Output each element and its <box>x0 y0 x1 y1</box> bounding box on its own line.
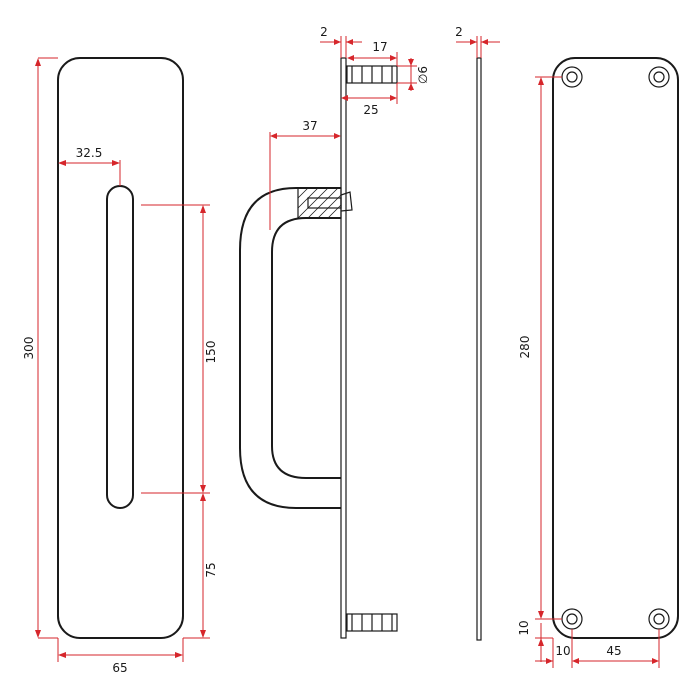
dim-front-height: 300 <box>22 57 58 639</box>
hole-top-left <box>561 66 583 88</box>
dim-front-height-label: 300 <box>22 337 36 360</box>
dim-slot-bottom: 75 <box>183 493 218 639</box>
hole-top-right <box>648 66 670 88</box>
dim-back-edge-horizontal: 10 <box>535 629 579 668</box>
dim-edge-thickness-label: 2 <box>455 25 463 39</box>
front-slot-outline <box>106 185 134 509</box>
hole-bottom-right <box>648 608 670 630</box>
dim-back-hole-vertical: 280 <box>518 76 562 620</box>
dim-back-hole-horizontal: 45 <box>576 629 660 668</box>
dim-back-hole-vertical-label: 280 <box>518 336 532 359</box>
dim-screw-diameter-label: ∅6 <box>416 66 430 84</box>
dim-side-thickness: 2 <box>320 25 362 58</box>
dim-front-width-label: 65 <box>112 661 127 675</box>
side-view: 2 17 ∅6 25 <box>239 25 430 639</box>
dim-slot-offset: 32.5 <box>58 146 121 186</box>
handle-inner <box>271 217 341 479</box>
bottom-screw <box>346 613 398 632</box>
dim-slot-length: 150 <box>141 204 218 494</box>
edge-view: 2 <box>455 25 500 641</box>
handle-outer <box>239 187 341 509</box>
dim-edge-thickness: 2 <box>455 25 500 58</box>
dim-front-width: 65 <box>57 638 184 675</box>
dim-screw-total-label: 25 <box>363 103 378 117</box>
front-plate-outline <box>57 57 184 639</box>
dim-side-thickness-label: 2 <box>320 25 328 39</box>
back-view: 280 10 10 45 <box>517 57 679 668</box>
edge-plate <box>476 57 482 641</box>
back-plate-outline <box>552 57 679 639</box>
handle-section-hatch <box>297 187 353 219</box>
dim-back-edge-vertical: 10 <box>517 620 553 662</box>
top-screw <box>346 65 398 84</box>
dim-screw-total: 25 <box>341 83 398 117</box>
dim-handle-projection: 37 <box>269 119 341 230</box>
dim-screw-length: 17 <box>347 40 398 66</box>
dim-screw-diameter: ∅6 <box>397 58 430 91</box>
dim-slot-bottom-label: 75 <box>204 562 218 577</box>
dim-handle-projection-label: 37 <box>302 119 317 133</box>
dim-back-edge-horizontal-label: 10 <box>555 644 570 658</box>
side-plate <box>340 57 347 639</box>
dim-slot-length-label: 150 <box>204 341 218 364</box>
front-view: 300 65 32.5 150 <box>22 57 218 675</box>
dim-back-edge-vertical-label: 10 <box>517 620 531 635</box>
dim-slot-offset-label: 32.5 <box>76 146 103 160</box>
hole-bottom-left <box>561 608 583 630</box>
dim-screw-length-label: 17 <box>372 40 387 54</box>
dim-back-hole-horizontal-label: 45 <box>606 644 621 658</box>
